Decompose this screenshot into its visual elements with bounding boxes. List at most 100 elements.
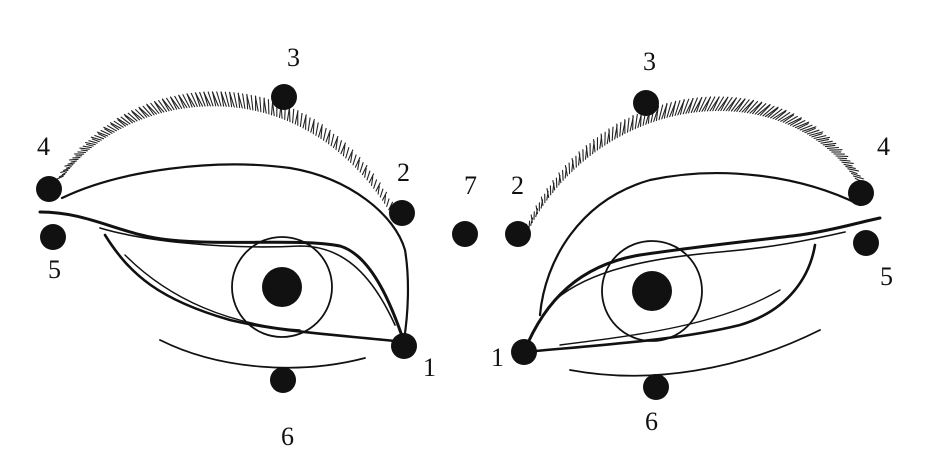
brow-hair-stroke [169, 96, 180, 110]
marker-r6: 6 [270, 367, 296, 451]
brow-hair-stroke [116, 117, 129, 126]
point-label: 1 [423, 353, 436, 382]
point-dot [271, 84, 297, 110]
brow-hair-stroke [822, 142, 837, 146]
brow-hair-stroke [182, 94, 191, 108]
brow-hair-stroke [593, 139, 596, 153]
point-label: 6 [645, 407, 658, 436]
brow-hair-stroke [379, 188, 384, 198]
brow-hair-stroke [337, 140, 342, 153]
marker-l4: 4 [848, 132, 890, 206]
pupil-right [632, 271, 672, 311]
brow-hair-stroke [361, 164, 368, 176]
point-dot [36, 176, 62, 202]
marker-l1: 1 [491, 339, 537, 372]
brow-hair-stroke [104, 128, 113, 134]
brow-hair-stroke [120, 116, 131, 125]
brow-hair-stroke [611, 126, 614, 142]
brow-hair-stroke [77, 151, 87, 154]
marker-c7: 7 [452, 171, 478, 247]
brow-hair-stroke [174, 95, 183, 109]
brow-hair-stroke [775, 110, 787, 121]
brow-hair-stroke [564, 164, 568, 177]
brow-hair-stroke [370, 176, 374, 186]
brow-hair-stroke [342, 144, 346, 157]
brow-hair-stroke [728, 97, 737, 112]
brow-hair-stroke [820, 140, 833, 144]
marker-r5: 5 [40, 224, 66, 284]
brow-hair-stroke [746, 100, 759, 114]
brow-hair-stroke [246, 94, 251, 110]
brow-hair-stroke [809, 131, 824, 136]
brow-hair-stroke [767, 107, 779, 118]
brow-hair-stroke [106, 125, 117, 132]
eye-right [522, 96, 882, 377]
brow-hair-stroke [663, 102, 668, 119]
brow-hair-stroke [199, 91, 206, 107]
brow-hair-stroke [263, 98, 267, 114]
brow-hair-stroke [802, 126, 817, 132]
marker-l6: 6 [643, 374, 669, 436]
point-dot [40, 224, 66, 250]
brow-hair-stroke [794, 121, 810, 129]
brow-hair-stroke [153, 100, 165, 113]
marker-l2: 2 [505, 171, 531, 247]
brow-hair-stroke [558, 172, 562, 184]
brow-hair-stroke [764, 106, 779, 118]
brow-hair-stroke [377, 185, 380, 195]
point-label: 5 [48, 255, 61, 284]
brow-hair-stroke [84, 141, 96, 146]
brow-hair-stroke [843, 163, 853, 167]
brow-hair-stroke [70, 160, 77, 163]
brow-hair-stroke [354, 156, 361, 168]
brow-hair-stroke [841, 161, 854, 164]
point-dot [633, 90, 659, 116]
point-dot [643, 374, 669, 400]
point-dot [391, 333, 417, 359]
brow-hair-stroke [744, 100, 754, 113]
brow-hair-stroke [242, 93, 246, 109]
brow-hair-stroke [117, 119, 126, 127]
marker-r1: 1 [391, 333, 436, 382]
brow-hair-stroke [696, 96, 703, 113]
lower-lid-line-left [124, 254, 301, 331]
brow-hair-stroke [384, 195, 387, 204]
brow-hair-stroke [540, 196, 544, 206]
brow-hair-stroke [789, 118, 802, 126]
brow-hair-stroke [80, 149, 88, 152]
brow-hair-stroke [714, 96, 725, 112]
lower-eyelid-left [103, 233, 406, 344]
brow-hair-stroke [110, 123, 120, 131]
brow-hair-stroke [616, 123, 618, 139]
brow-hair-stroke [69, 158, 79, 161]
brow-hair-stroke [211, 91, 219, 107]
point-label: 2 [511, 171, 524, 200]
brow-hair-stroke [113, 120, 124, 128]
brow-hair-stroke [785, 115, 798, 124]
brow-hair-stroke [777, 112, 791, 121]
brow-hair-stroke [142, 105, 153, 117]
brow-hair-stroke [63, 167, 71, 171]
brow-hair-stroke [530, 214, 533, 223]
brow-hair-stroke [730, 97, 742, 112]
brow-hair-stroke [345, 147, 350, 159]
brow-hair-stroke [307, 117, 311, 132]
brow-hair-stroke [330, 133, 335, 147]
brow-hair-stroke [131, 111, 141, 121]
brow-hair-stroke [804, 127, 816, 134]
brow-hair-stroke [762, 105, 775, 117]
brow-hair-stroke [178, 94, 188, 109]
brow-hair-stroke [271, 100, 275, 117]
lower-eyelid-right [522, 243, 817, 354]
brow-hair-stroke [690, 97, 698, 114]
brow-hair-stroke [585, 145, 589, 158]
marker-r2: 2 [389, 158, 415, 226]
marker-r4: 4 [36, 132, 62, 202]
brow-hair-stroke [364, 167, 367, 178]
brow-hair-stroke [720, 96, 729, 112]
point-dot [389, 200, 415, 226]
marker-r3: 3 [271, 43, 300, 110]
brow-hair-stroke [82, 145, 92, 149]
brow-hair-stroke [752, 102, 763, 115]
brow-hair-stroke [146, 104, 155, 116]
